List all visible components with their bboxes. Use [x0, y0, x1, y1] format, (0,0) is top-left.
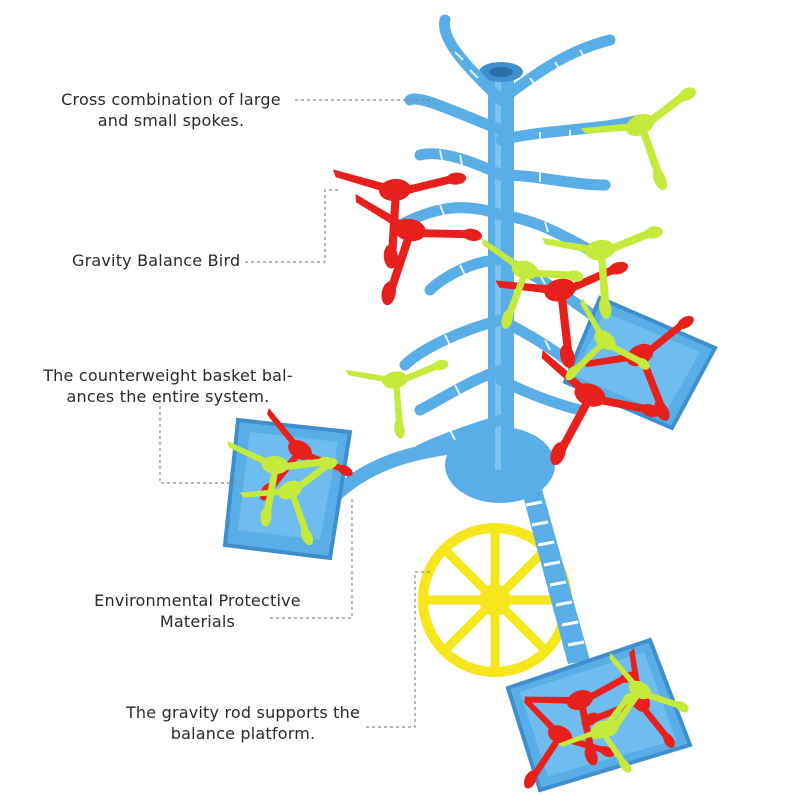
left-arm [325, 438, 471, 506]
callout-gravity-rod-line-2: balance platform. [170, 724, 316, 743]
ladder-rungs [439, 49, 601, 441]
callout-gravity-rod-line-1: The gravity rod supports the [125, 703, 361, 722]
callout-counterweight: The counterweight basket bal- ances the … [33, 365, 303, 407]
yellow-wheel [418, 523, 572, 677]
callout-materials: Environmental Protective Materials [85, 590, 310, 632]
callout-balance-bird: Gravity Balance Bird [72, 250, 252, 271]
callout-materials-line-1: Environmental Protective [94, 591, 301, 610]
callout-balance-bird-line-1: Gravity Balance Bird [72, 251, 241, 270]
callout-spokes-line-2: and small spokes. [97, 111, 245, 130]
leader-lines [159, 99, 435, 728]
callout-spokes: Cross combination of large and small spo… [55, 89, 287, 131]
callout-counterweight-line-1: The counterweight basket bal- [43, 366, 293, 385]
callout-counterweight-line-2: ances the entire system. [66, 387, 270, 406]
callout-spokes-line-1: Cross combination of large [61, 90, 281, 109]
callout-gravity-rod: The gravity rod supports the balance pla… [117, 702, 369, 744]
callout-materials-line-2: Materials [159, 612, 236, 631]
gravity-rod [520, 482, 590, 664]
